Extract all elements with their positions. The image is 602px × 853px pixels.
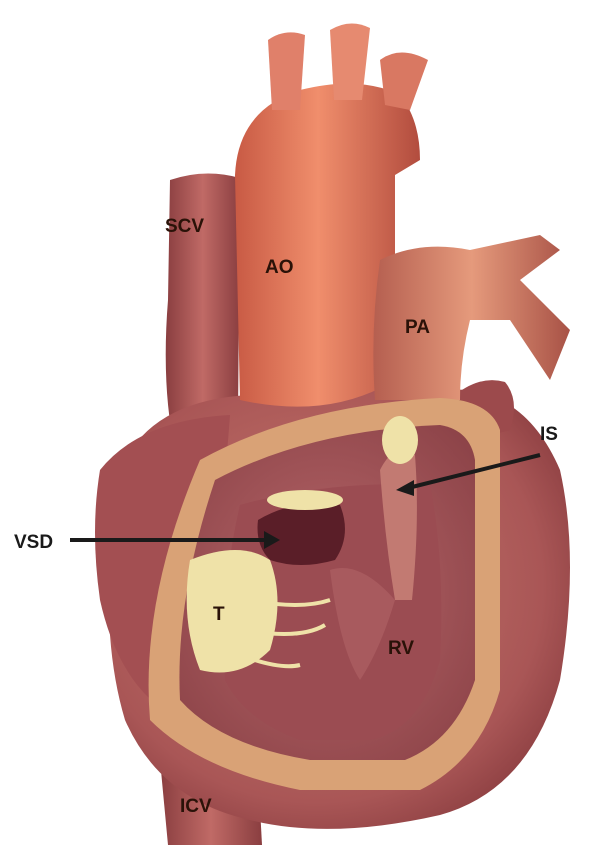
label-vsd: VSD (14, 532, 53, 553)
label-is: IS (540, 424, 558, 445)
tricuspid-valve (187, 550, 278, 673)
label-t: T (213, 604, 225, 625)
aortic-branch-1 (268, 32, 305, 110)
pulmonary-artery (373, 235, 570, 400)
label-icv: ICV (180, 796, 212, 817)
label-pa: PA (405, 317, 430, 338)
aortic-valve-leaflets (267, 490, 343, 510)
label-scv: SCV (165, 216, 204, 237)
label-ao: AO (265, 257, 294, 278)
label-rv: RV (388, 638, 414, 659)
aortic-branch-3 (380, 53, 428, 111)
pulmonary-valve (382, 416, 418, 464)
